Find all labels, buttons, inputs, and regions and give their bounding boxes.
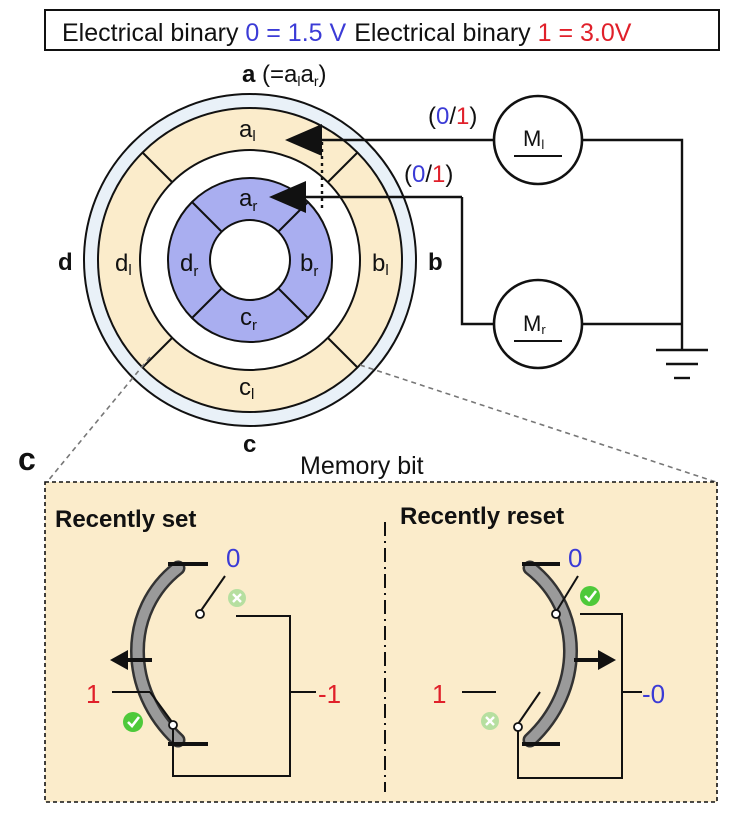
reset-bottom-switch-wire (517, 692, 623, 779)
push-arrow-right-icon (598, 650, 616, 670)
push-arrow-left-icon (110, 650, 128, 670)
panel-title: Memory bit (300, 452, 424, 480)
upper-sensor-arrow (285, 124, 322, 156)
reset-top-switch-check-icon (580, 586, 600, 606)
lower-signal-label: (0/1) (404, 161, 453, 188)
memory-bit-panel (44, 481, 718, 803)
segment-d-inner: dr (180, 250, 198, 280)
ground-icon (656, 348, 708, 380)
bottom-switch-check-icon (123, 712, 143, 732)
reset-bottom-switch-pivot (513, 722, 523, 732)
legend-value-one: 1 = 3.0V (538, 19, 632, 47)
panel-letter: c (18, 441, 36, 477)
ml-ground-wire (582, 138, 684, 350)
disc-hub (209, 219, 291, 301)
segment-c-outer: cl (239, 374, 254, 403)
top-switch-pivot (195, 609, 205, 619)
segment-d-outer: dl (115, 250, 132, 279)
top-switch-cross-icon (228, 589, 246, 607)
segment-a-outer: al (239, 116, 256, 145)
encoder-disc: al bl cl dl ar br cr dr a (=alar) b c d (58, 61, 443, 458)
upper-signal-label: (0/1) (428, 103, 477, 130)
recently-set-state: Recently set 0 1 -1 (55, 506, 341, 777)
bottom-switch-pivot (168, 720, 178, 730)
quadrant-c-label: c (243, 431, 256, 458)
reset-beam (525, 563, 576, 745)
motor-ml: Ml (492, 94, 584, 186)
quadrant-b-label: b (428, 249, 443, 276)
set-output-value: -1 (318, 679, 341, 709)
legend-prefix-one: Electrical binary (354, 19, 537, 47)
legend-prefix-zero: Electrical binary (62, 19, 245, 47)
bottom-switch-wire (172, 692, 291, 777)
segment-a-inner: ar (239, 185, 257, 215)
segment-c-inner: cr (240, 304, 257, 334)
set-left-value: 1 (86, 679, 100, 709)
motor-ml-label: Ml (523, 126, 544, 152)
reset-output-value: -0 (642, 679, 665, 709)
wiring (269, 124, 708, 380)
motor-mr: Mr (492, 278, 584, 370)
legend-value-zero: 0 = 1.5 V (245, 19, 346, 47)
lower-sensor-arrow (269, 181, 306, 213)
top-switch-blade (199, 575, 226, 613)
quadrant-d-label: d (58, 249, 73, 276)
segment-b-outer: bl (372, 250, 389, 279)
reset-bottom-switch-blade (517, 691, 541, 725)
motor-mr-body (492, 278, 584, 370)
reset-top-switch-wire (580, 613, 623, 692)
quadrant-a-label: a (=alar) (242, 61, 327, 89)
lower-sensor-route (460, 197, 494, 326)
reset-left-value: 1 (432, 679, 446, 709)
zoom-line-left (46, 356, 151, 483)
reset-top-switch-blade (555, 575, 579, 613)
top-switch-wire (236, 615, 291, 692)
reset-top-switch-pivot (551, 609, 561, 619)
legend-box (44, 9, 720, 51)
motor-ml-body (492, 94, 584, 186)
set-top-value: 0 (226, 543, 240, 573)
segment-b-inner: br (300, 250, 318, 280)
reset-top-value: 0 (568, 543, 582, 573)
recently-set-heading: Recently set (55, 506, 196, 533)
recently-reset-state: Recently reset 0 1 -0 (400, 503, 665, 779)
bottom-switch-blade (149, 691, 173, 723)
bistable-beam (132, 563, 183, 745)
reset-bottom-switch-cross-icon (481, 712, 499, 730)
outer-track-dividers (142, 152, 358, 368)
motor-mr-label: Mr (523, 311, 546, 337)
recently-reset-heading: Recently reset (400, 503, 564, 530)
